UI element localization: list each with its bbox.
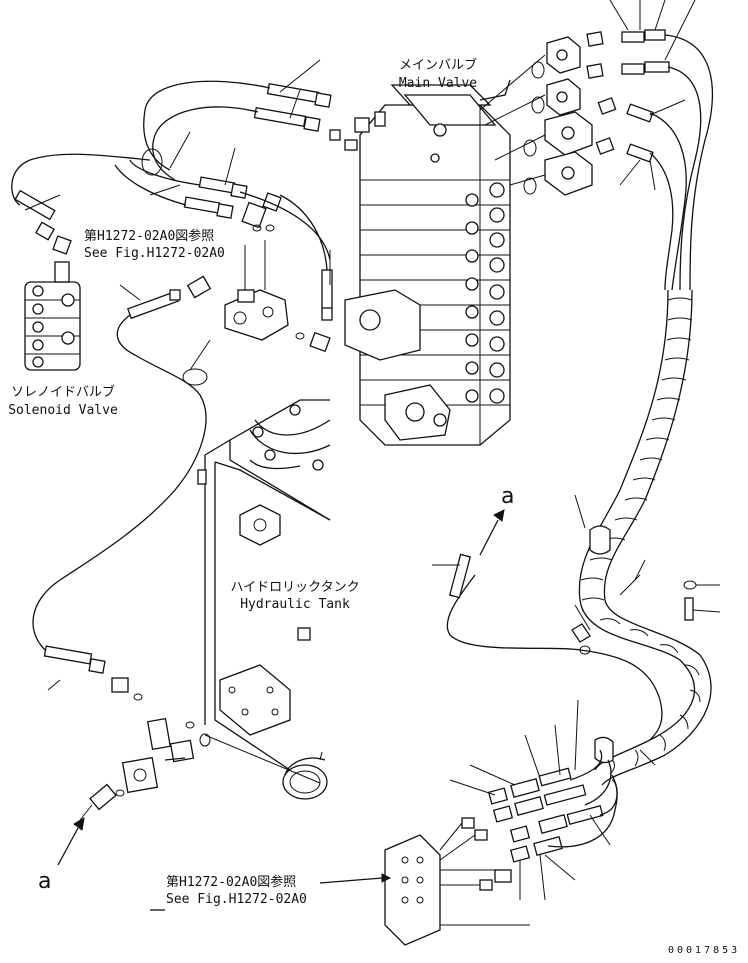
reference-a-upper: a [501, 484, 515, 509]
reference-a-lower: a [38, 869, 52, 894]
pilot-valve-assembly [186, 192, 331, 353]
see-fig-bottom-label-jp: 第H1272-02A0図参照 [166, 875, 297, 890]
document-number: 00017853 [668, 945, 741, 956]
main-valve-block [344, 84, 511, 446]
reference-arrows [57, 509, 505, 911]
hydraulic-tank-label-en: Hydraulic Tank [240, 597, 350, 612]
see-fig-top-label-en: See Fig.H1272-02A0 [84, 246, 225, 261]
top-right-hoses [586, 0, 714, 291]
solenoid-valve [24, 235, 81, 371]
flange-blocks [479, 36, 593, 196]
solenoid-valve-label-en: Solenoid Valve [8, 403, 118, 418]
main-valve-label-en: Main Valve [398, 76, 478, 91]
hydraulic-tank [197, 399, 331, 800]
pilot-lines [32, 284, 663, 821]
hydraulic-tank-label-jp: ハイドロリックタンク [230, 580, 360, 595]
see-fig-top-label-jp: 第H1272-02A0図参照 [84, 229, 215, 244]
solenoid-valve-label-jp: ソレノイドバルブ [10, 385, 115, 400]
spiral-hose-bundle [574, 289, 721, 786]
main-valve-label-jp: メインバルブ [398, 58, 477, 73]
lower-right-fittings [319, 699, 618, 946]
see-fig-bottom-label-en: See Fig.H1272-02A0 [166, 892, 307, 907]
upper-hoses [11, 59, 511, 321]
